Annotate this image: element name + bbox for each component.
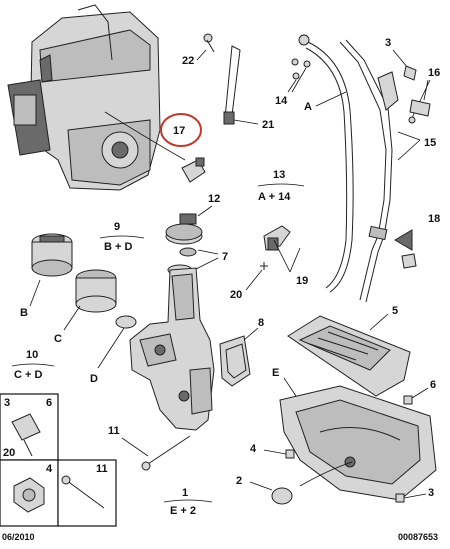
label-4: 4	[250, 443, 257, 455]
sensor-17	[181, 157, 206, 183]
label-2: 2	[236, 475, 242, 487]
label-B: B	[20, 307, 28, 319]
filter-C	[75, 269, 117, 313]
seal-D	[115, 315, 137, 329]
baffle-5	[287, 315, 411, 397]
drain-plug-2	[271, 487, 293, 505]
footer-date: 06/2010	[2, 532, 35, 542]
bolt-3-top	[403, 65, 417, 81]
label-6: 6	[430, 379, 436, 391]
highlight-17	[160, 113, 202, 147]
label-17: 17	[173, 125, 185, 137]
screw-11	[141, 435, 191, 471]
plug-18	[401, 253, 417, 269]
oil-pan-E	[279, 385, 437, 501]
footer-ref: 00087653	[398, 532, 438, 542]
legend-20: 20	[3, 447, 15, 459]
label-8: 8	[258, 317, 264, 329]
label-16: 16	[428, 67, 440, 79]
legend-box	[0, 393, 117, 527]
label-A: A	[304, 101, 312, 113]
label-13: 13	[273, 169, 285, 181]
dipstick-tube-15	[339, 39, 399, 303]
label-12: 12	[208, 193, 220, 205]
gasket-8	[219, 335, 251, 387]
part-16	[408, 99, 431, 124]
dipstick-a	[298, 34, 354, 293]
sensor-19	[263, 225, 291, 251]
label-A14: A + 14	[258, 191, 291, 203]
label-20: 20	[230, 289, 242, 301]
label-E2: E + 2	[170, 505, 196, 517]
legend-11: 11	[96, 463, 108, 475]
label-19: 19	[296, 275, 308, 287]
leader-17	[104, 111, 186, 161]
part-14	[291, 58, 311, 80]
label-21: 21	[262, 119, 274, 131]
label-3-bottom: 3	[428, 487, 434, 499]
label-E: E	[272, 367, 279, 379]
legend-6: 6	[46, 397, 52, 409]
label-11: 11	[108, 425, 120, 437]
label-9: 9	[114, 221, 120, 233]
label-CD: C + D	[14, 369, 42, 381]
bolt-4	[285, 449, 295, 459]
label-C: C	[54, 333, 62, 345]
label-18: 18	[428, 213, 440, 225]
label-10: 10	[26, 349, 38, 361]
filter-housing	[129, 267, 215, 431]
oil-cap-12	[165, 213, 203, 245]
label-1: 1	[182, 487, 188, 499]
filter-cap-B	[31, 233, 73, 277]
label-22: 22	[182, 55, 194, 67]
label-3-top: 3	[385, 37, 391, 49]
label-BD: B + D	[104, 241, 132, 253]
label-14: 14	[275, 95, 288, 107]
bolt-3-bottom	[395, 493, 405, 503]
legend-3: 3	[4, 397, 10, 409]
label-15: 15	[424, 137, 436, 149]
engine-block	[7, 4, 161, 191]
label-7: 7	[222, 251, 228, 263]
label-5: 5	[392, 305, 398, 317]
part-22-21	[203, 33, 241, 125]
bolt-6	[403, 395, 413, 405]
label-D: D	[90, 373, 98, 385]
legend-4: 4	[46, 463, 53, 475]
